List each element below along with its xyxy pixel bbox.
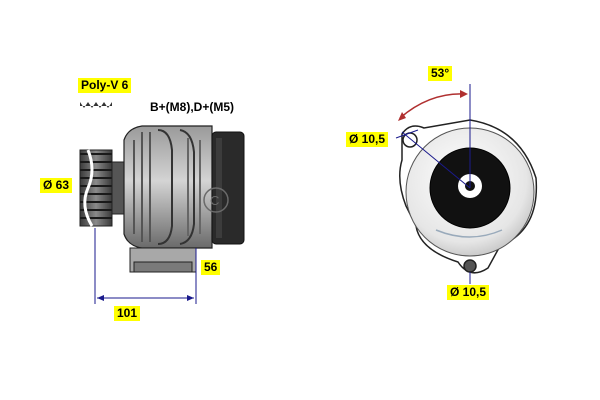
lower-hole-label: Ø 10,5 <box>447 285 490 300</box>
dimension-lines-front <box>395 84 471 284</box>
alternator-front-view <box>399 119 538 274</box>
poly-v-icon <box>80 102 112 108</box>
terminals-label: B+(M8),D+(M5) <box>150 100 235 114</box>
alternator-body <box>123 125 213 273</box>
mount-angle-label: 53° <box>428 66 453 81</box>
lower-mount-hole <box>463 259 477 273</box>
overall-length-label: 101 <box>114 306 141 321</box>
alternator-side-view: C <box>79 125 245 273</box>
pulley <box>79 149 125 227</box>
svg-text:C: C <box>210 193 219 208</box>
pulley-diameter-label: Ø 63 <box>40 178 73 193</box>
belt-type-label: Poly-V 6 <box>78 78 132 93</box>
housing-offset-label: 56 <box>201 260 221 275</box>
dimension-lines-side <box>94 228 197 304</box>
rear-housing: C <box>203 131 245 245</box>
upper-hole-label: Ø 10,5 <box>346 132 389 147</box>
